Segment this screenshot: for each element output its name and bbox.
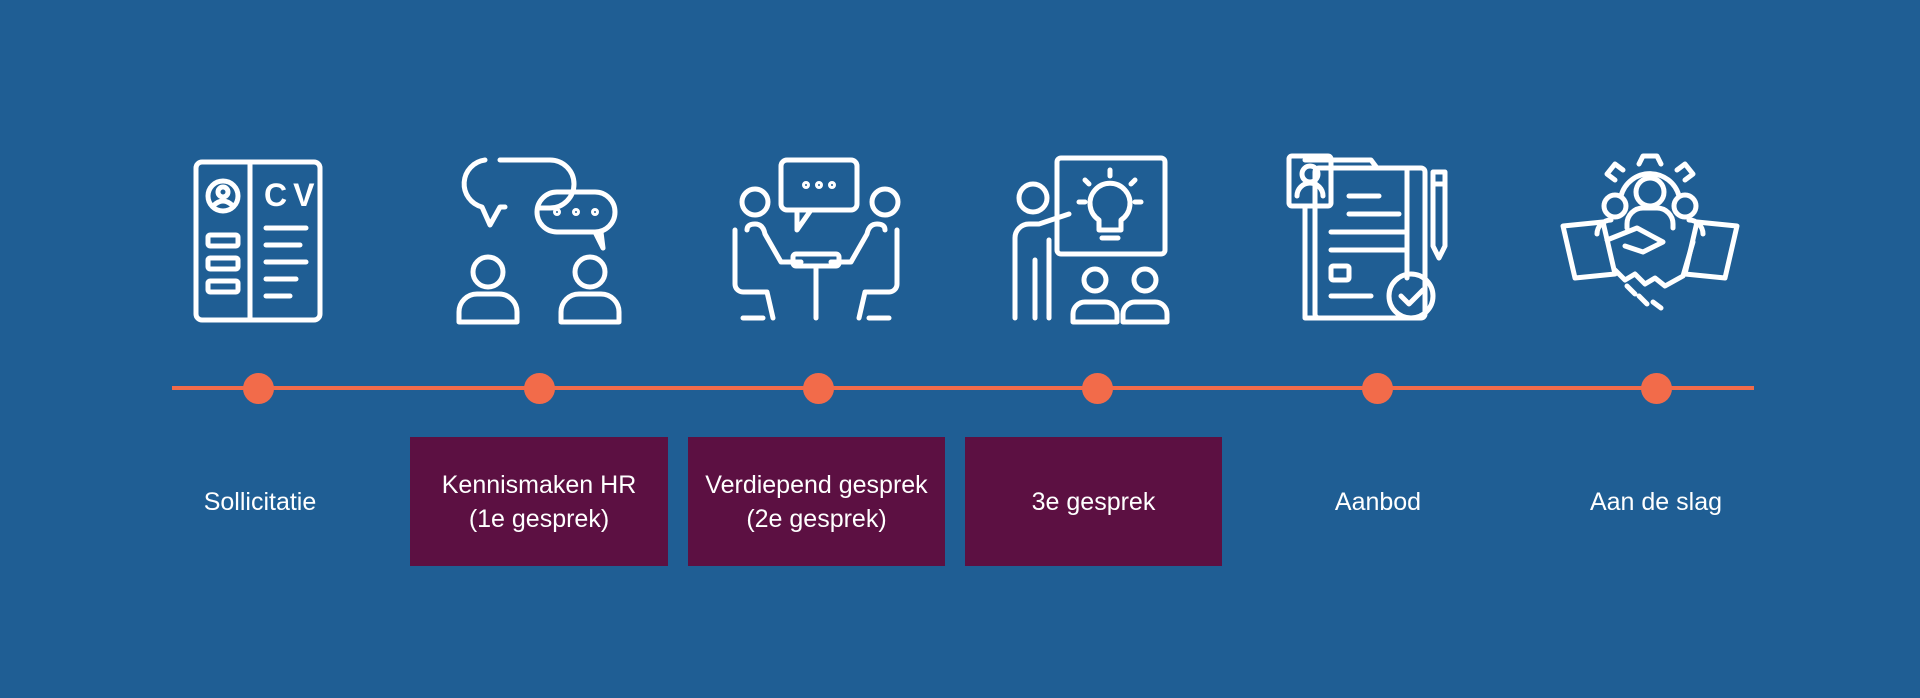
step-label-aanbod: Aanbod [1334, 487, 1422, 516]
timeline-dot-5 [1362, 373, 1393, 404]
cv-icon-text: CV [264, 177, 320, 213]
timeline-dot-1 [243, 373, 274, 404]
timeline-dot-6 [1641, 373, 1672, 404]
step-box-verdiepend-gesprek: Verdiepend gesprek (2e gesprek) [688, 437, 945, 566]
step-box-kennismaken-hr: Kennismaken HR (1e gesprek) [410, 437, 668, 566]
step-box-3e-gesprek: 3e gesprek [965, 437, 1222, 566]
timeline-dot-2 [524, 373, 555, 404]
meeting-table-icon [721, 150, 911, 330]
timeline-dot-4 [1082, 373, 1113, 404]
step-label-sollicitatie: Sollicitatie [203, 487, 317, 516]
presentation-idea-icon [999, 150, 1189, 330]
conversation-icon [445, 150, 635, 330]
cv-document-icon: CV [168, 150, 358, 330]
timeline-dot-3 [803, 373, 834, 404]
timeline-line [172, 386, 1754, 390]
handshake-team-icon [1555, 150, 1745, 330]
contract-approved-icon [1275, 150, 1465, 330]
step-label-aan-de-slag: Aan de slag [1589, 487, 1723, 516]
